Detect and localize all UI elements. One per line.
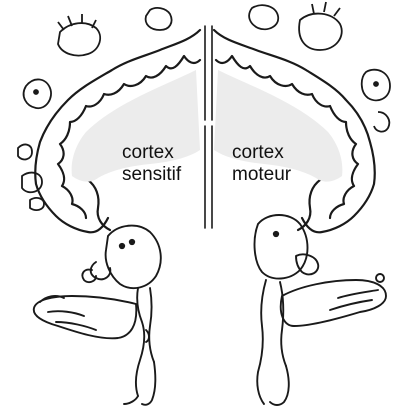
sensory-cortex-label-line2: sensitif — [122, 164, 181, 186]
motor-cortex-label: cortex moteur — [232, 142, 291, 186]
sensory-cortex-label: cortex sensitif — [122, 142, 181, 186]
motor-cortex-label-line1: cortex — [232, 142, 291, 164]
motor-cortex-label-line2: moteur — [232, 164, 291, 186]
sensory-cortex-label-line1: cortex — [122, 142, 181, 164]
